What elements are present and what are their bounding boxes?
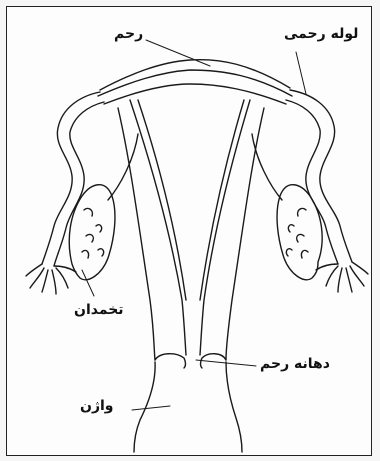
left-fallopian-tube [42,92,104,266]
vagina-leader-line [132,406,170,410]
fallopian-tube-label: لوله رحمی [284,26,358,42]
uterus-label: رحم [114,26,143,42]
vagina-outline [134,362,242,452]
tube-leader-line [296,52,306,94]
uterus-outline [98,60,292,360]
right-ovary [252,134,322,280]
uterus-leader-line [146,40,210,66]
cervix-label: دهانه رحم [260,356,330,372]
vagina-label: واژن [80,398,114,414]
ovary-label: تخمدان [74,302,124,318]
right-fimbriae [316,262,368,292]
leader-lines [82,40,306,410]
ovary-leader-line [82,270,94,296]
cervix-outline [155,354,226,368]
left-fimbriae [26,264,76,294]
